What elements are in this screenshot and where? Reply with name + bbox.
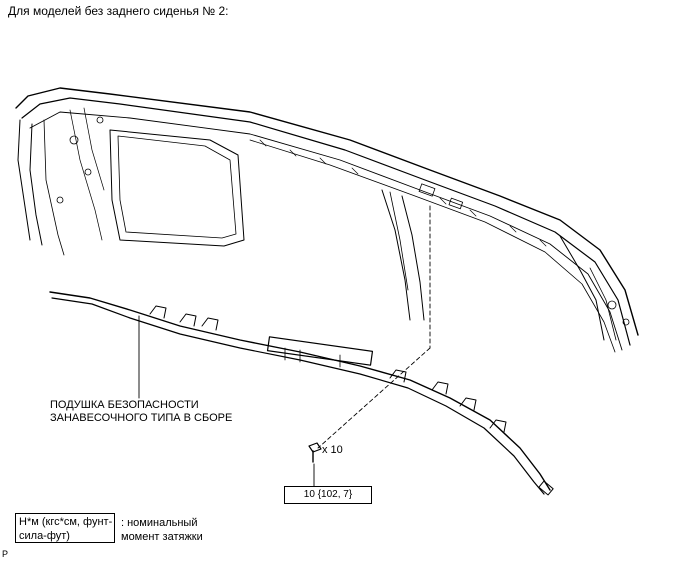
diagram-heading: Для моделей без заднего сиденья № 2: (8, 4, 229, 18)
legend-units-line-2: сила-фут) (19, 530, 70, 542)
alignment-line-lower (317, 347, 431, 449)
bolt-icon (308, 442, 322, 463)
legend-desc-line-1: : номинальный (121, 517, 198, 529)
legend-desc-line-2: момент затяжки (121, 531, 203, 543)
curtain-airbag-assembly (49, 291, 554, 496)
part-label: ПОДУШКА БЕЗОПАСНОСТИ ЗАНАВЕСОЧНОГО ТИПА … (50, 399, 232, 425)
bolt-quantity: x 10 (322, 444, 343, 456)
part-label-line-1: ПОДУШКА БЕЗОПАСНОСТИ (50, 399, 199, 411)
legend-units-box: Н*м (кгс*см, фунт- сила-фут) (15, 513, 115, 543)
page-marker: P (2, 549, 9, 559)
legend-units-line-1: Н*м (кгс*см, фунт- (19, 516, 113, 528)
body-frame-outline (15, 87, 639, 353)
part-label-line-2: ЗАНАВЕСОЧНОГО ТИПА В СБОРЕ (50, 412, 233, 424)
legend-description: : номинальный момент затяжки (121, 516, 231, 544)
torque-value-box: 10 {102, 7} (284, 486, 372, 504)
